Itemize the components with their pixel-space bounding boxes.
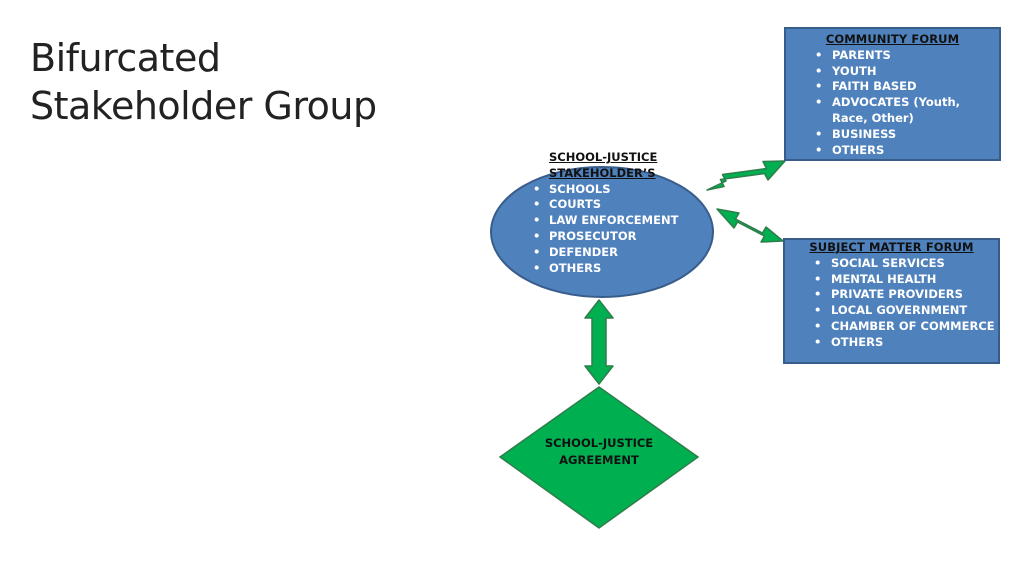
list-item: DEFENDER	[530, 245, 715, 261]
list-item: ADVOCATES (Youth, Race, Other)	[786, 95, 999, 127]
stakeholder-ellipse-content: SCHOOL-JUSTICE STAKEHOLDER’S SCHOOLS COU…	[530, 150, 715, 276]
stakeholder-heading-line-1: SCHOOL-JUSTICE	[549, 150, 658, 164]
subject-matter-forum-heading: SUBJECT MATTER FORUM	[809, 240, 974, 254]
list-item: LOCAL GOVERNMENT	[785, 303, 998, 319]
list-item: OTHERS	[786, 143, 999, 159]
arrow-ellipse-subject	[716, 208, 784, 243]
agreement-diamond	[498, 386, 700, 529]
arrow-ellipse-agreement	[584, 299, 614, 385]
list-item: PRIVATE PROVIDERS	[785, 287, 998, 303]
list-item: YOUTH	[786, 64, 999, 80]
list-item: BUSINESS	[786, 127, 999, 143]
stakeholder-heading-line-2: STAKEHOLDER’S	[549, 165, 656, 180]
agreement-label-line-2: AGREEMENT	[559, 453, 639, 467]
list-item: COURTS	[530, 197, 715, 213]
subject-matter-forum-list: SOCIAL SERVICES MENTAL HEALTH PRIVATE PR…	[785, 256, 998, 351]
list-item: SCHOOLS	[530, 182, 715, 198]
list-item: OTHERS	[785, 335, 998, 351]
list-item: PARENTS	[786, 48, 999, 64]
community-forum-box: COMMUNITY FORUM PARENTS YOUTH FAITH BASE…	[784, 27, 1001, 161]
slide-title-line-1: Bifurcated	[30, 36, 221, 80]
slide-title: Bifurcated Stakeholder Group	[30, 34, 450, 130]
community-forum-list: PARENTS YOUTH FAITH BASED ADVOCATES (You…	[786, 48, 999, 159]
list-item: PROSECUTOR	[530, 229, 715, 245]
agreement-label: SCHOOL-JUSTICE AGREEMENT	[530, 435, 668, 469]
agreement-label-line-1: SCHOOL-JUSTICE	[544, 436, 654, 450]
list-item: LAW ENFORCEMENT	[530, 213, 715, 229]
list-item: SOCIAL SERVICES	[785, 256, 998, 272]
stakeholder-list: SCHOOLS COURTS LAW ENFORCEMENT PROSECUTO…	[530, 182, 715, 277]
list-item: FAITH BASED	[786, 79, 999, 95]
subject-matter-forum-box: SUBJECT MATTER FORUM SOCIAL SERVICES MEN…	[783, 238, 1000, 364]
community-forum-heading: COMMUNITY FORUM	[825, 32, 960, 46]
list-item: OTHERS	[530, 261, 715, 277]
arrow-ellipse-community	[706, 160, 786, 191]
list-item: MENTAL HEALTH	[785, 272, 998, 288]
slide-title-line-2: Stakeholder Group	[30, 84, 377, 128]
list-item: CHAMBER OF COMMERCE	[785, 319, 998, 335]
